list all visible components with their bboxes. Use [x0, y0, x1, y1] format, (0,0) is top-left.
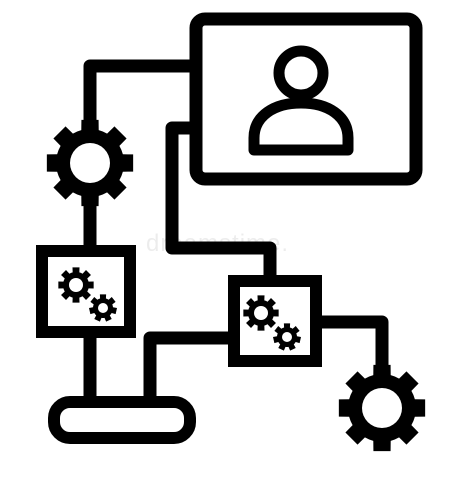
- connector-center-box-to-right-gear: [309, 315, 389, 377]
- connector-monitor-to-center-box: [165, 121, 277, 288]
- small-gear-icon: [58, 267, 94, 303]
- connector-lines: [83, 59, 389, 409]
- small-gear-icon: [273, 323, 301, 351]
- small-gear-icon: [89, 294, 117, 322]
- gear-hole: [362, 388, 402, 428]
- gear-hole: [254, 306, 268, 320]
- watermark-text: dreamstime.: [146, 230, 290, 257]
- connector-monitor-to-top-gear: [83, 59, 203, 129]
- gears-box-icon: [36, 245, 136, 338]
- gear-hole: [98, 303, 108, 313]
- gearbox-center-frame: [228, 275, 322, 367]
- gear-icon: [338, 364, 426, 452]
- gears-box-icon: [228, 275, 322, 367]
- small-gear-icon: [243, 295, 279, 331]
- base-platform-icon: [48, 396, 196, 444]
- gear-hole: [282, 332, 292, 342]
- person-icon: [248, 45, 354, 156]
- gear-hole: [69, 278, 83, 292]
- connector-center-box-to-base: [143, 331, 241, 409]
- person-head: [273, 45, 329, 101]
- gear-icon: [46, 119, 134, 207]
- person-body: [248, 97, 354, 156]
- gear-hole: [70, 143, 110, 183]
- user-profile-monitor-icon: [189, 12, 423, 186]
